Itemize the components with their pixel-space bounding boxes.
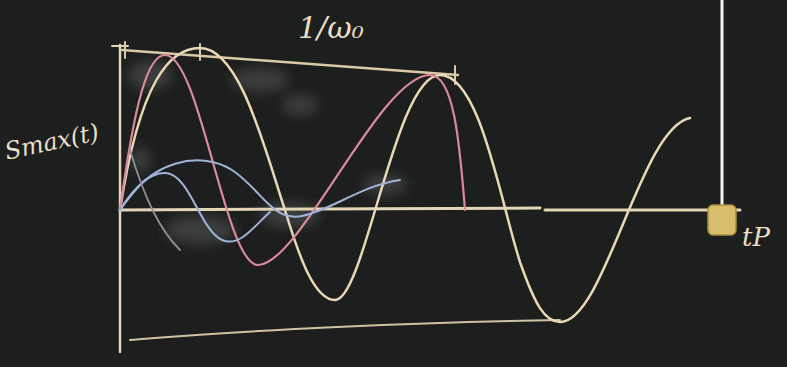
axis-label: tP [742,222,770,252]
sine-curve [120,160,400,216]
microphone-cable [721,0,724,206]
x-axis [120,208,740,210]
sine-curve [130,150,180,250]
sine-curve [120,55,465,265]
period-label: 1/ω₀ [298,10,364,45]
period-tick [125,42,455,84]
microphone [708,205,736,235]
base-line [130,320,560,340]
sine-curve [120,48,690,322]
period-bar [122,50,458,75]
axis-label: Smax(t) [2,118,101,165]
